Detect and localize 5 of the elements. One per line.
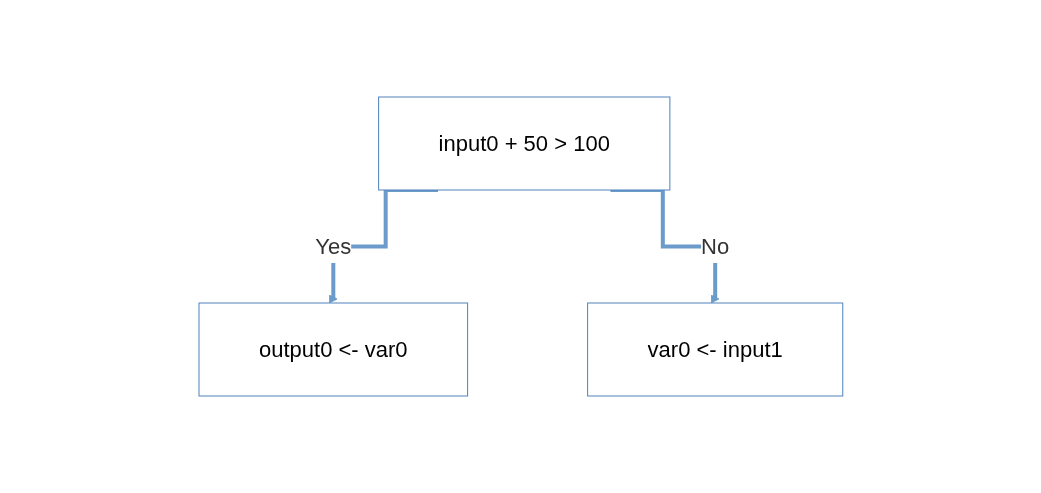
node-box: var0 <- input1: [586, 302, 843, 397]
node-box: output0 <- var0: [198, 302, 468, 397]
edge-label: No: [700, 234, 729, 259]
node-box: input0 + 50 > 100: [377, 96, 670, 191]
edge-label: Yes: [314, 234, 351, 259]
